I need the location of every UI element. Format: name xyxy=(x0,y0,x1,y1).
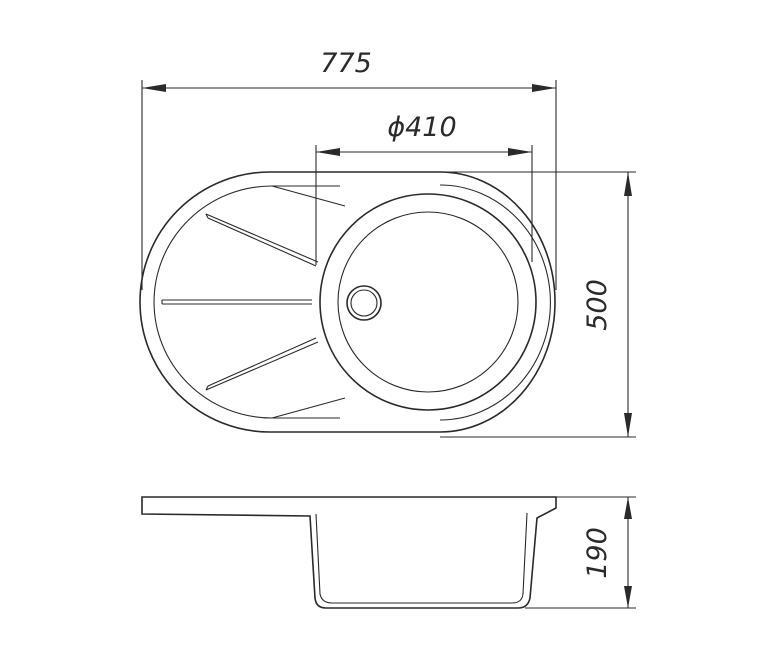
dimension-label-190: 190 xyxy=(582,527,613,579)
drainboard-groove-middle xyxy=(161,299,312,305)
side-profile-outline xyxy=(141,496,557,609)
drainboard-inner-edge xyxy=(153,185,340,419)
top-view xyxy=(139,171,556,433)
bowl-edge-arc xyxy=(439,184,551,421)
drainboard-groove-top xyxy=(205,213,319,267)
dimension-bowl-height: 190 xyxy=(525,496,636,609)
bowl-outer-rim xyxy=(319,193,537,411)
drain-hole xyxy=(346,285,382,321)
dimension-bowl-diameter: ϕ410 xyxy=(315,112,533,265)
drainboard-chamfer xyxy=(271,185,346,419)
side-view xyxy=(141,496,557,609)
bowl-inner xyxy=(337,211,519,393)
dimension-overall-width: 775 xyxy=(141,48,557,290)
sink-outer-outline xyxy=(139,171,556,433)
side-bowl-inner-wall xyxy=(315,512,528,604)
drainboard-groove-bottom xyxy=(205,337,319,391)
dimension-label-500: 500 xyxy=(582,279,613,331)
dimension-label-410: ϕ410 xyxy=(387,112,456,143)
drain-hole-inner xyxy=(350,289,378,317)
dimension-label-775: 775 xyxy=(320,48,372,79)
dimension-overall-depth: 500 xyxy=(440,171,636,438)
